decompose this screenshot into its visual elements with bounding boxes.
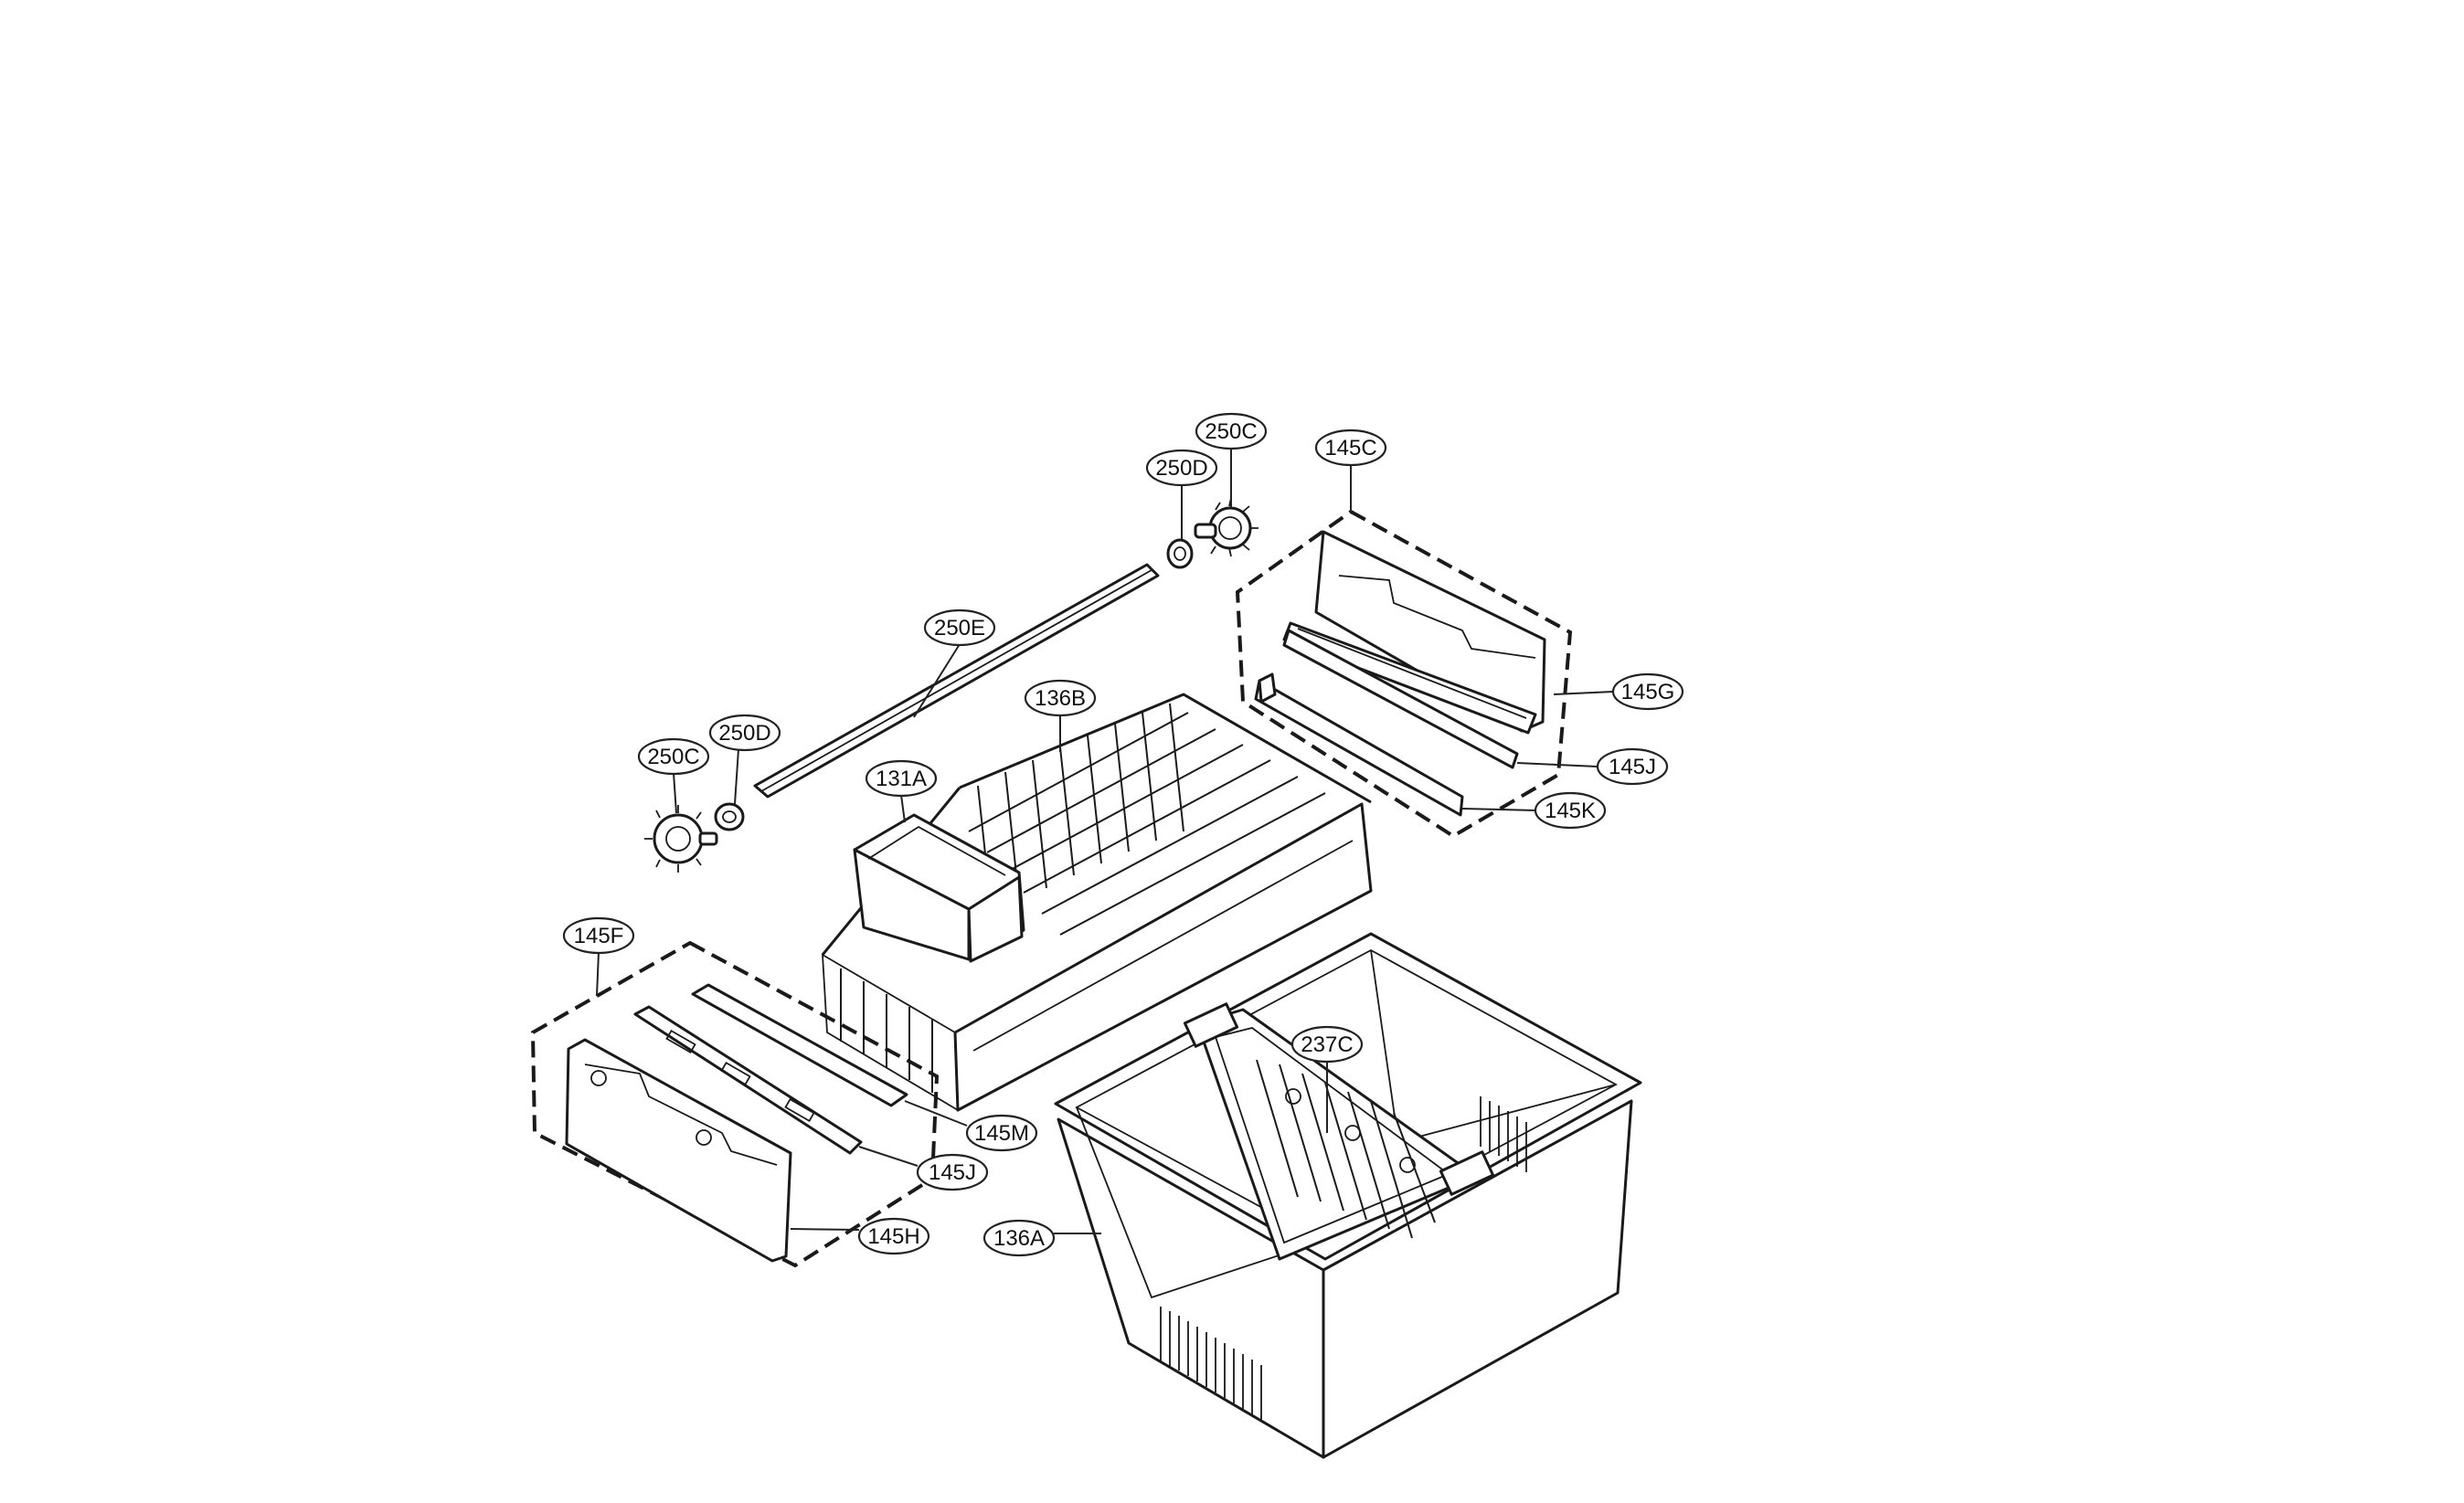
label-250c-top: 250C <box>1205 419 1257 444</box>
part-145j-rail-right <box>1282 629 1519 769</box>
label-145j-left: 145J <box>929 1160 976 1185</box>
bracket-group-145c <box>1235 509 1573 839</box>
callout-145f: 145F <box>562 916 635 955</box>
callout-250d-top: 250D <box>1145 449 1218 487</box>
callout-136b: 136B <box>1024 679 1097 717</box>
group-boundary-145f <box>530 940 940 1268</box>
callout-237c: 237C <box>1290 1025 1364 1064</box>
gear-bushing-250d-top <box>1166 538 1194 569</box>
label-136b: 136B <box>1035 686 1086 711</box>
callout-131a: 131A <box>865 759 938 798</box>
label-145h: 145H <box>867 1224 919 1249</box>
callout-145m: 145M <box>965 1114 1038 1152</box>
gear-bushing-250d-left <box>714 802 745 831</box>
label-131a: 131A <box>876 767 927 791</box>
label-145j-right: 145J <box>1609 755 1656 779</box>
callout-136a: 136A <box>982 1219 1056 1257</box>
callout-145g: 145G <box>1611 672 1684 711</box>
label-250c-left: 250C <box>647 745 699 769</box>
label-250d-top: 250D <box>1155 456 1207 481</box>
label-250e: 250E <box>934 616 985 640</box>
leader-lines <box>596 448 1614 1234</box>
part-145k-rail <box>1254 679 1464 817</box>
callout-250e: 250E <box>923 609 996 647</box>
gear-250c-left <box>644 805 718 873</box>
callout-145h: 145H <box>857 1217 930 1255</box>
label-145c: 145C <box>1324 436 1376 460</box>
label-145k: 145K <box>1545 799 1596 823</box>
label-136a: 136A <box>993 1226 1045 1251</box>
label-145f: 145F <box>574 924 624 948</box>
callout-145c: 145C <box>1314 429 1387 467</box>
bracket-group-145f <box>530 940 940 1268</box>
shaft-250e <box>753 563 1160 799</box>
callout-145j-left: 145J <box>916 1153 989 1191</box>
divider-237c <box>1183 1002 1495 1261</box>
label-250d-left: 250D <box>718 721 770 746</box>
part-145g-plate <box>1314 530 1546 733</box>
label-237c: 237C <box>1301 1032 1353 1057</box>
callout-250d-left: 250D <box>708 714 781 752</box>
gear-250c-top <box>1194 497 1259 557</box>
callout-145j-right: 145J <box>1596 747 1669 786</box>
part-145h-plate <box>565 1038 792 1263</box>
part-145m-rail <box>691 983 908 1107</box>
wire-basket-136b <box>821 693 1373 1112</box>
group-boundary-145c <box>1235 509 1573 839</box>
callout-145k: 145K <box>1534 791 1607 830</box>
label-145g: 145G <box>1621 680 1675 704</box>
label-145m: 145M <box>974 1121 1029 1146</box>
callout-250c-top: 250C <box>1195 412 1268 450</box>
small-bin-131a <box>853 813 1025 963</box>
callout-250c-left: 250C <box>637 737 710 776</box>
